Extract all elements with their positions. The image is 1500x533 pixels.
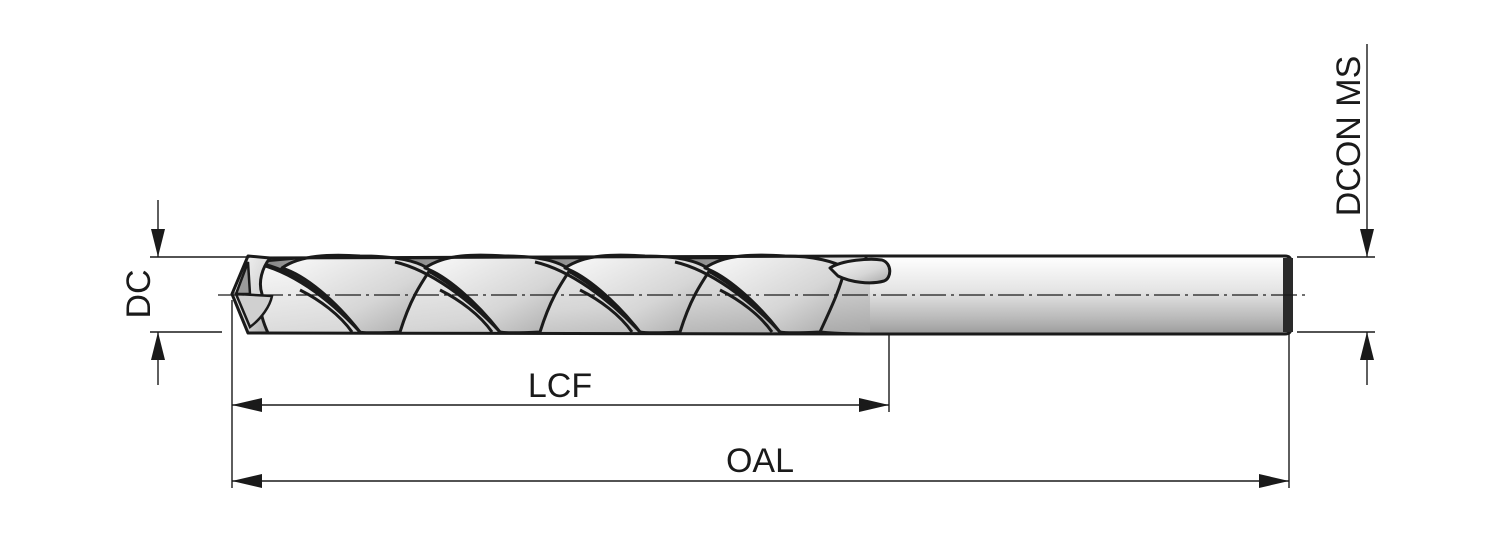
oal-dimension: OAL — [232, 334, 1290, 488]
oal-label: OAL — [726, 442, 794, 480]
lcf-label: LCF — [528, 367, 592, 405]
flute-shadow — [247, 260, 782, 334]
lcf-dimension: LCF — [231, 300, 890, 488]
dcon-label: DCON MS — [1330, 56, 1368, 217]
flute-runout — [828, 257, 892, 285]
dcon-dimension: DCON MS — [1297, 44, 1375, 385]
drill-body — [218, 253, 1305, 336]
dc-dimension: DC — [120, 200, 250, 385]
body-outline — [247, 254, 871, 336]
dc-label: DC — [120, 269, 158, 318]
